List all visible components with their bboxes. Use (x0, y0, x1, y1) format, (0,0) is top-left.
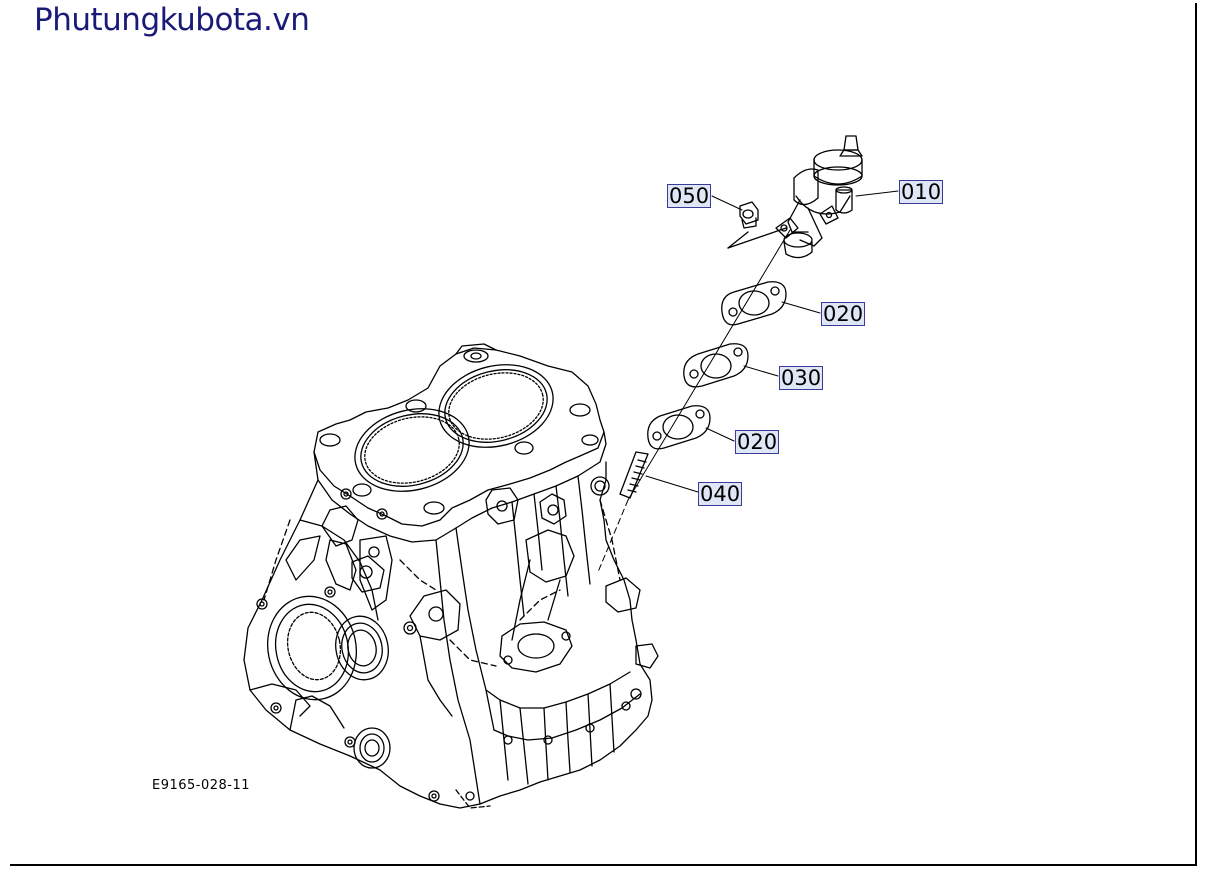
leader-050 (711, 195, 743, 211)
plate-gasket-part[interactable] (683, 343, 749, 388)
gasket-upper-part[interactable] (721, 281, 787, 326)
leader-010 (855, 190, 899, 197)
assembly-axis-hidden (597, 499, 629, 573)
leader-020-upper (781, 301, 821, 314)
callout-020-lower[interactable]: 020 (735, 430, 780, 454)
drawing-code-label: E9165-028-11 (152, 778, 251, 793)
assembly-axis-line (627, 229, 791, 501)
callout-020-upper[interactable]: 020 (821, 302, 866, 326)
site-title[interactable]: Phutungkubota.vn (34, 2, 310, 38)
callout-050[interactable]: 050 (667, 184, 712, 208)
leader-030 (743, 365, 779, 377)
callout-030[interactable]: 030 (779, 366, 824, 390)
plug-part[interactable] (727, 201, 787, 249)
thermostat-housing-part[interactable] (775, 135, 863, 259)
stud-bolt-part[interactable] (619, 451, 649, 499)
callout-040[interactable]: 040 (698, 482, 743, 506)
diagram-frame (10, 3, 1197, 866)
gasket-lower-part[interactable] (647, 405, 711, 450)
leader-040 (645, 475, 699, 493)
callout-010[interactable]: 010 (899, 180, 944, 204)
leader-020-lower (705, 427, 735, 442)
cylinder-block-part[interactable] (243, 343, 659, 809)
